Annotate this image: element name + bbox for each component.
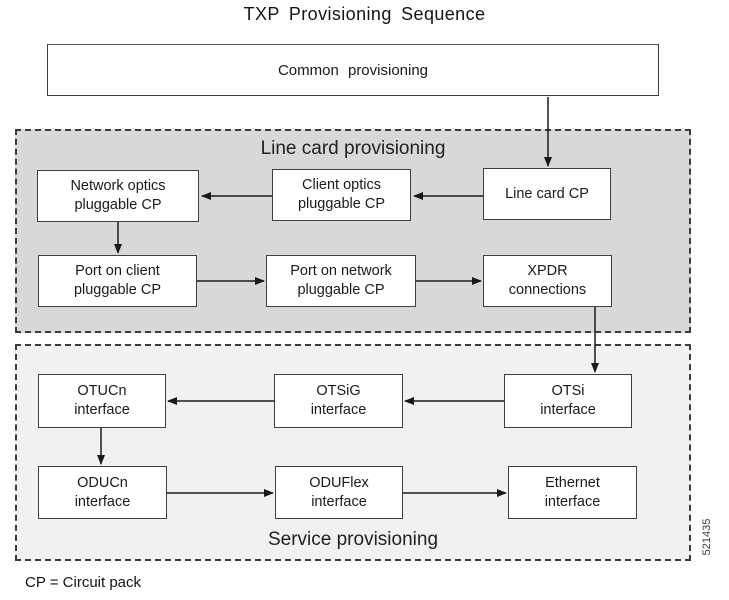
node-label: OTUCn [77, 383, 127, 399]
node-line-card-cp: Line card CP [483, 168, 611, 220]
node-label: Port on network [290, 263, 392, 279]
node-label: OTSi [551, 383, 585, 399]
node-label: interface [310, 402, 367, 418]
node-label: OTSiG [316, 383, 361, 399]
node-label: Port on client [75, 263, 160, 279]
node-oducn-interface: ODUCn interface [38, 466, 167, 519]
node-label: interface [311, 493, 367, 510]
node-label: pluggable CP [73, 282, 162, 298]
node-port-on-client-pluggable-cp: Port on client pluggable CP [38, 255, 197, 307]
node-port-on-network-pluggable-cp: Port on network pluggable CP [266, 255, 416, 307]
node-label: pluggable CP [297, 282, 385, 298]
node-label: interface [544, 493, 601, 510]
section-title-service: Service provisioning [267, 529, 439, 550]
section-title-line-card: Line card provisioning [260, 138, 446, 159]
node-label: interface [74, 402, 130, 418]
node-otsi-interface: OTSi interface [504, 374, 632, 428]
node-otsig-interface: OTSiG interface [274, 374, 403, 428]
figure-number: 521435 [701, 518, 713, 556]
node-ethernet-interface: Ethernet interface [508, 466, 637, 519]
node-oduflex-interface: ODUFlex interface [275, 466, 403, 519]
node-label: interface [74, 493, 131, 510]
node-xpdr-connections: XPDR connections [483, 255, 612, 307]
footnote-cp-definition: CP = Circuit pack [25, 574, 142, 591]
node-label: pluggable CP [297, 196, 386, 212]
node-label: ODUFlex [309, 474, 369, 491]
node-label: Network optics [70, 178, 166, 194]
node-network-optics-pluggable-cp: Network optics pluggable CP [37, 170, 199, 222]
node-label: Ethernet [545, 474, 600, 491]
node-label: interface [540, 402, 596, 418]
node-label: Common provisioning [277, 61, 429, 79]
node-label: XPDR [527, 263, 568, 279]
node-label: ODUCn [77, 474, 128, 491]
node-label: Client optics [302, 177, 381, 193]
node-label: pluggable CP [74, 197, 162, 213]
node-label: connections [508, 282, 587, 298]
node-client-optics-pluggable-cp: Client optics pluggable CP [272, 169, 411, 221]
page-title: TXP Provisioning Sequence [243, 4, 486, 24]
node-common-provisioning: Common provisioning [47, 44, 659, 96]
node-label: Line card CP [505, 185, 589, 202]
node-otucn-interface: OTUCn interface [38, 374, 166, 428]
